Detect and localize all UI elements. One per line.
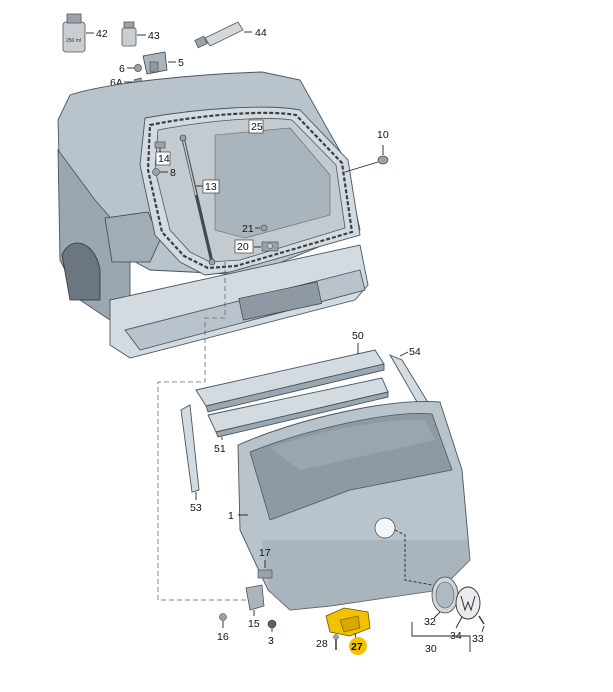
lock-27: [325, 607, 371, 637]
label-5: 5: [178, 57, 184, 69]
label-53: 53: [190, 502, 202, 514]
screw-33: [478, 615, 485, 625]
bottle-icon: 250 ml: [62, 13, 86, 53]
label-54: 54: [409, 346, 421, 358]
trim-strip-51: [207, 377, 389, 438]
car-rear-body: [57, 71, 369, 359]
screw-28: [333, 634, 339, 650]
label-8: 8: [170, 167, 176, 179]
label-27: 27: [351, 641, 363, 653]
clip-8: [152, 168, 160, 176]
label-20: 20: [237, 241, 249, 253]
label-1: 1: [228, 510, 234, 522]
clip-14: [154, 141, 166, 149]
nut-3: [267, 619, 277, 629]
label-27-badge: [349, 637, 367, 655]
door-seal: [146, 111, 354, 270]
buffer-17: [257, 569, 273, 579]
label-30: 30: [425, 643, 437, 655]
bolt-16: [219, 613, 227, 621]
label-21: 21: [242, 223, 254, 235]
container-icon: [121, 21, 137, 47]
side-trim-53: [180, 404, 200, 493]
screw-21: [260, 224, 268, 232]
emblem-carrier-32: [431, 576, 459, 614]
trim-strip-50: [195, 349, 385, 413]
can-text: 250 ml: [66, 38, 81, 44]
hinge-part: [142, 51, 168, 75]
label-15: 15: [248, 618, 260, 630]
label-28: 28: [316, 638, 328, 650]
label-33: 33: [472, 633, 484, 645]
label-6: 6: [119, 63, 125, 75]
label-3: 3: [268, 635, 274, 647]
label-17: 17: [259, 547, 271, 559]
hinge-bracket-15: [245, 584, 265, 611]
label-50: 50: [352, 330, 364, 342]
label-43: 43: [148, 30, 160, 42]
label-10: 10: [377, 129, 389, 141]
lock-striker-20: [261, 241, 279, 252]
label-42: 42: [96, 28, 108, 40]
buffer-10: [377, 155, 389, 165]
tailgate: [237, 401, 471, 611]
label-51: 51: [214, 443, 226, 455]
label-25: 25: [251, 121, 263, 133]
label-32: 32: [424, 616, 436, 628]
vw-emblem-34: [455, 586, 481, 620]
label-16: 16: [217, 631, 229, 643]
bolt-6: [134, 64, 142, 72]
label-13: 13: [205, 181, 217, 193]
label-14: 14: [158, 153, 170, 165]
gas-strut: [179, 134, 216, 266]
tube-icon: [194, 21, 244, 49]
label-44: 44: [255, 27, 267, 39]
